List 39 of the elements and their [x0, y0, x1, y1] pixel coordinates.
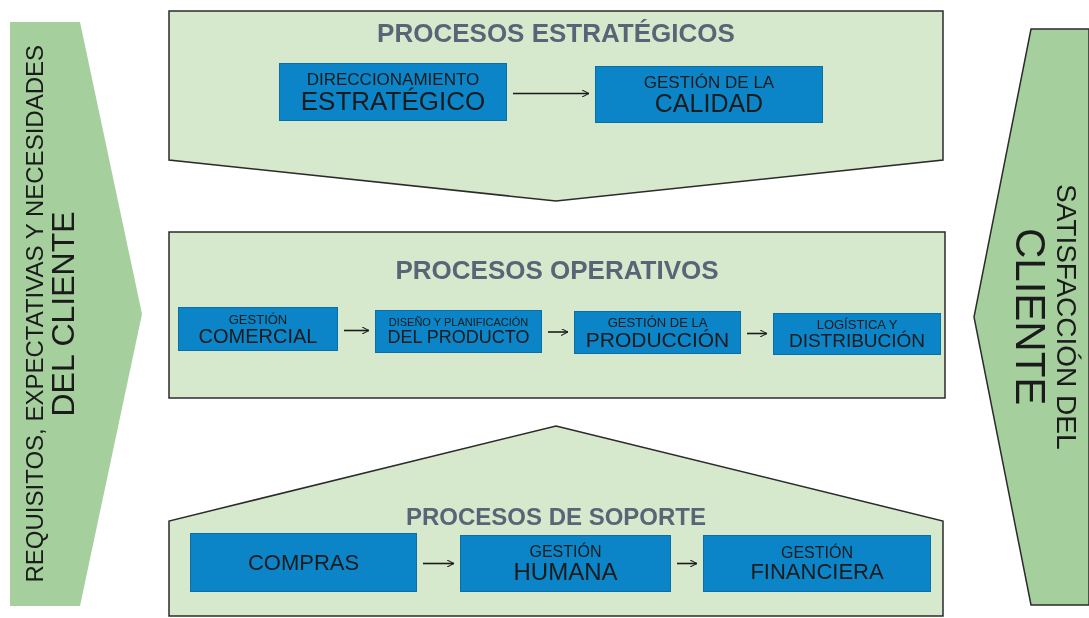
box-label: FINANCIERA — [750, 560, 884, 583]
process-box — [279, 63, 507, 121]
side-label: CLIENTE — [1007, 228, 1052, 406]
box-label: GESTIÓN DE LA — [607, 315, 708, 329]
box-label: GESTIÓN — [781, 544, 853, 561]
process-box — [178, 307, 338, 351]
box-label: CALIDAD — [654, 90, 764, 116]
box-label: GESTIÓN — [228, 312, 288, 326]
process-box — [773, 313, 941, 355]
box-label: GESTIÓN DE LA — [643, 73, 775, 91]
arrow — [343, 326, 370, 335]
process-box — [703, 535, 931, 592]
box-label: HUMANA — [513, 559, 618, 584]
side-label: REQUISITOS, EXPECTATIVAS Y NECESIDADES — [22, 45, 48, 583]
process-box — [574, 311, 741, 354]
box-label: DISEÑO Y PLANIFICACIÓN — [388, 317, 529, 328]
section-title: PROCESOS OPERATIVOS — [395, 255, 719, 286]
box-label: DEL PRODUCTO — [387, 328, 530, 346]
box-label: DIRECCIONAMIENTO — [306, 70, 480, 88]
box-label: DISTRIBUCIÓN — [788, 331, 926, 350]
side-label: SATISFACCIÓN DEL — [1051, 184, 1081, 450]
arrow — [422, 559, 455, 568]
box-label: COMERCIAL — [198, 325, 318, 346]
arrow — [547, 328, 569, 337]
box-label: LOGÍSTICA Y — [816, 318, 898, 331]
arrow — [512, 89, 590, 98]
arrow — [746, 329, 768, 338]
arrow — [676, 559, 698, 568]
process-box — [375, 310, 542, 353]
process-box — [190, 533, 417, 592]
section-title: PROCESOS DE SOPORTE — [405, 503, 707, 531]
section-title: PROCESOS ESTRATÉGICOS — [377, 18, 735, 49]
process-box — [460, 535, 671, 592]
box-label: PRODUCCIÓN — [585, 328, 730, 350]
process-box — [595, 66, 823, 123]
box-label: COMPRAS — [247, 551, 360, 574]
box-label: GESTIÓN — [529, 543, 602, 560]
side-label: DEL CLIENTE — [47, 211, 81, 417]
box-label: ESTRATÉGICO — [300, 87, 486, 114]
